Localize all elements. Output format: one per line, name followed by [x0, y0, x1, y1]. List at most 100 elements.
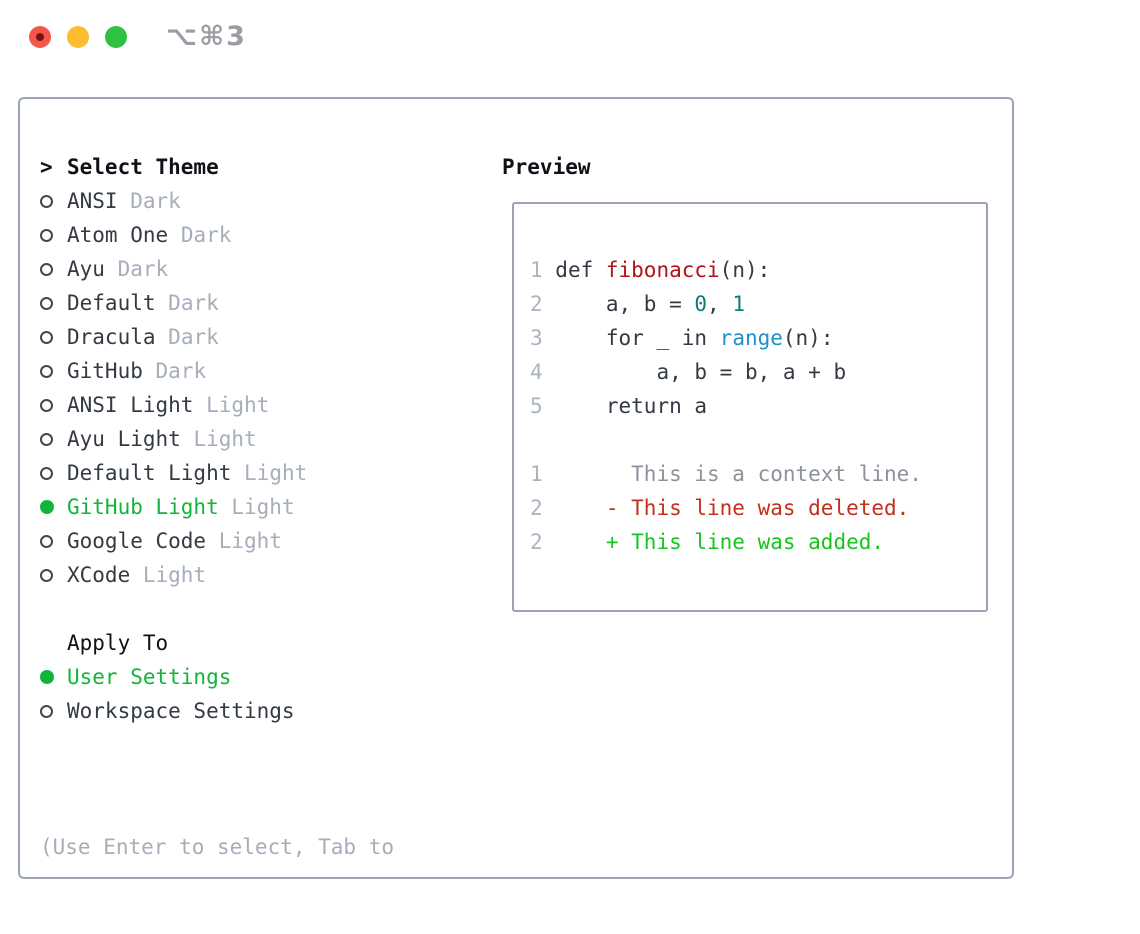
open-circle-icon	[40, 330, 53, 344]
open-circle-icon	[40, 534, 53, 548]
line-number: 2	[530, 292, 556, 316]
hint-line-1: (Use Enter to select, Tab to	[40, 835, 395, 859]
radio-unselected-icon	[40, 466, 67, 480]
option-label: GitHub Dark	[67, 359, 207, 383]
option-label: Atom One Dark	[67, 223, 232, 247]
variant-tag: Light	[218, 529, 282, 553]
variant-tag: Dark	[130, 189, 181, 213]
code-line: 4 a, b = b, a + b	[530, 360, 847, 384]
preview-box: 1 def fibonacci(n): 2 a, b = 0, 1 3 for _ …	[512, 202, 988, 612]
prompt-icon: >	[40, 155, 53, 179]
open-circle-icon	[40, 194, 53, 208]
preview-title: Preview	[502, 155, 591, 179]
radio-unselected-icon	[40, 330, 67, 344]
line-number: 1	[530, 462, 556, 486]
theme-option-github-light[interactable]: GitHub Light Light	[40, 490, 480, 524]
radio-unselected-icon	[40, 296, 67, 310]
variant-tag: Light	[206, 393, 270, 417]
radio-unselected-icon	[40, 534, 67, 548]
theme-option-default[interactable]: Default Dark	[40, 286, 480, 320]
minimize-button[interactable]	[67, 26, 89, 48]
radio-unselected-icon	[40, 262, 67, 276]
open-circle-icon	[40, 262, 53, 276]
code-line: 3 for _ in range(n):	[530, 326, 834, 350]
variant-tag: Light	[142, 563, 207, 587]
theme-option-github[interactable]: GitHub Dark	[40, 354, 480, 388]
option-label: GitHub Light Light	[67, 495, 295, 519]
hint-text: (Use Enter to select, Tab to change focu…	[40, 762, 480, 934]
line-number: 5	[530, 394, 556, 418]
option-label: Ayu Dark	[67, 257, 169, 281]
apply-option-user-settings[interactable]: User Settings	[40, 660, 480, 694]
open-circle-icon	[40, 704, 53, 718]
open-circle-icon	[40, 228, 53, 242]
radio-selected-icon	[40, 670, 67, 684]
variant-tag: Dark	[180, 223, 232, 247]
code-line: 5 return a	[530, 394, 708, 418]
open-circle-icon	[40, 568, 53, 582]
apply-to-header: Apply To	[40, 626, 480, 660]
radio-unselected-icon	[40, 364, 67, 378]
theme-option-atom-one[interactable]: Atom One Dark	[40, 218, 480, 252]
apply-option-workspace-settings[interactable]: Workspace Settings	[40, 694, 480, 728]
theme-option-ansi-light[interactable]: ANSI Light Light	[40, 388, 480, 422]
option-label: User Settings	[67, 665, 232, 689]
variant-tag: Light	[231, 495, 295, 519]
variant-tag: Dark	[117, 257, 169, 281]
radio-unselected-icon	[40, 568, 67, 582]
variant-tag: Light	[193, 427, 257, 451]
option-label: ANSI Light Light	[67, 393, 270, 417]
diff-line: 2 + This line was added.	[530, 530, 885, 554]
option-label: Workspace Settings	[67, 699, 295, 723]
radio-unselected-icon	[40, 194, 67, 208]
titlebar: ⌥⌘3	[0, 0, 1140, 74]
radio-selected-icon	[40, 500, 67, 514]
select-theme-title: Select Theme	[67, 155, 219, 179]
line-number: 3	[530, 326, 556, 350]
line-number: 2	[530, 496, 556, 520]
diff-line: 2 - This line was deleted.	[530, 496, 910, 520]
variant-tag: Dark	[168, 325, 219, 349]
open-circle-icon	[40, 398, 53, 412]
option-label: ANSI Dark	[67, 189, 181, 213]
radio-unselected-icon	[40, 398, 67, 412]
variant-tag: Dark	[168, 291, 219, 315]
code-line: 2 a, b = 0, 1	[530, 292, 745, 316]
option-label: XCode Light	[67, 563, 207, 587]
close-button[interactable]	[29, 26, 51, 48]
radio-unselected-icon	[40, 432, 67, 446]
line-number: 1	[530, 258, 556, 282]
spacer	[40, 592, 480, 626]
radio-unselected-icon	[40, 228, 67, 242]
filled-circle-icon	[40, 670, 54, 684]
window-shortcut-label: ⌥⌘3	[166, 21, 247, 52]
theme-option-ayu[interactable]: Ayu Dark	[40, 252, 480, 286]
open-circle-icon	[40, 466, 53, 480]
blank-line	[530, 423, 986, 457]
radio-unselected-icon	[40, 704, 67, 718]
theme-option-dracula[interactable]: Dracula Dark	[40, 320, 480, 354]
theme-option-ansi[interactable]: ANSI Dark	[40, 184, 480, 218]
open-circle-icon	[40, 432, 53, 446]
select-theme-header: > Select Theme	[40, 150, 480, 184]
code-line: 1 def fibonacci(n):	[530, 258, 771, 282]
option-label: Dracula Dark	[67, 325, 219, 349]
theme-option-ayu-light[interactable]: Ayu Light Light	[40, 422, 480, 456]
zoom-button[interactable]	[105, 26, 127, 48]
close-dot-icon	[36, 33, 44, 41]
diff-line: 1 This is a context line.	[530, 462, 922, 486]
theme-option-xcode[interactable]: XCode Light	[40, 558, 480, 592]
open-circle-icon	[40, 296, 53, 310]
preview-code: 1 def fibonacci(n): 2 a, b = 0, 1 3 for _ …	[514, 204, 986, 559]
theme-option-google-code[interactable]: Google Code Light	[40, 524, 480, 558]
theme-option-default-light[interactable]: Default Light Light	[40, 456, 480, 490]
open-circle-icon	[40, 364, 53, 378]
line-number: 2	[530, 530, 556, 554]
apply-to-title: Apply To	[67, 631, 169, 655]
spacer	[40, 728, 480, 762]
